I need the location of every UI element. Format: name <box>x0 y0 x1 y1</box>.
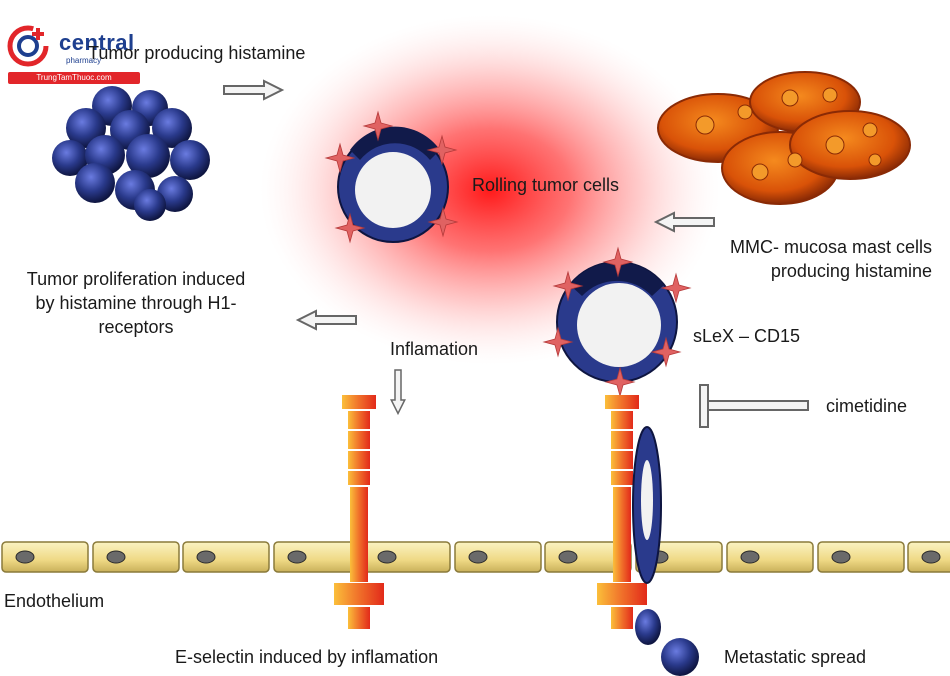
label-slex: sLeX – CD15 <box>693 326 801 346</box>
endothelial-cell <box>726 541 814 573</box>
cimetidine-inhibitor <box>699 384 809 428</box>
rolling-tumor-cell <box>325 111 458 243</box>
endothelial-cell <box>273 541 361 573</box>
logo-bar: TrungTamThuoc.com <box>8 72 140 84</box>
label-metastatic-spread: Metastatic spread <box>724 647 867 667</box>
endothelial-cell <box>182 541 270 573</box>
label-e-selectin: E-selectin induced by inflamation <box>175 647 439 667</box>
arrow-inflamation-down <box>390 369 406 415</box>
mast-cells <box>657 71 911 205</box>
slex-tumor-cell <box>543 247 691 397</box>
endothelial-cell <box>363 541 451 573</box>
e-selectin-right <box>597 395 647 629</box>
label-endothelium: Endothelium <box>4 591 105 611</box>
endothelial-cell <box>817 541 905 573</box>
logo-icon <box>7 25 49 67</box>
label-rolling-tumor-cells: Rolling tumor cells <box>472 175 620 195</box>
endothelium-layer <box>1 541 950 573</box>
label-mmc-line1: MMC- mucosa mast cells <box>729 237 932 257</box>
endothelial-cell <box>544 541 632 573</box>
label-proliferation-line2: by histamine through H1- <box>35 293 237 313</box>
label-proliferation-line3: receptors <box>98 317 174 337</box>
endothelial-cell <box>1 541 89 573</box>
endothelial-cell <box>92 541 180 573</box>
endothelial-cell <box>907 541 950 573</box>
label-mmc-line2: producing histamine <box>770 261 932 281</box>
transmigrating-cell <box>632 426 699 676</box>
logo-brand: central <box>59 30 135 55</box>
label-cimetidine: cimetidine <box>826 396 908 416</box>
endothelial-cell <box>454 541 542 573</box>
label-inflamation: Inflamation <box>390 339 479 359</box>
label-tumor-histamine: Tumor producing histamine <box>88 43 306 63</box>
tumor-cluster <box>52 86 210 221</box>
arrow-tumor-to-glow <box>223 80 283 100</box>
logo-sub: pharmacy <box>66 56 102 65</box>
e-selectin-left <box>334 395 384 629</box>
label-proliferation-line1: Tumor proliferation induced <box>26 269 246 289</box>
brand-logo: central pharmacy TrungTamThuoc.com <box>6 24 146 86</box>
